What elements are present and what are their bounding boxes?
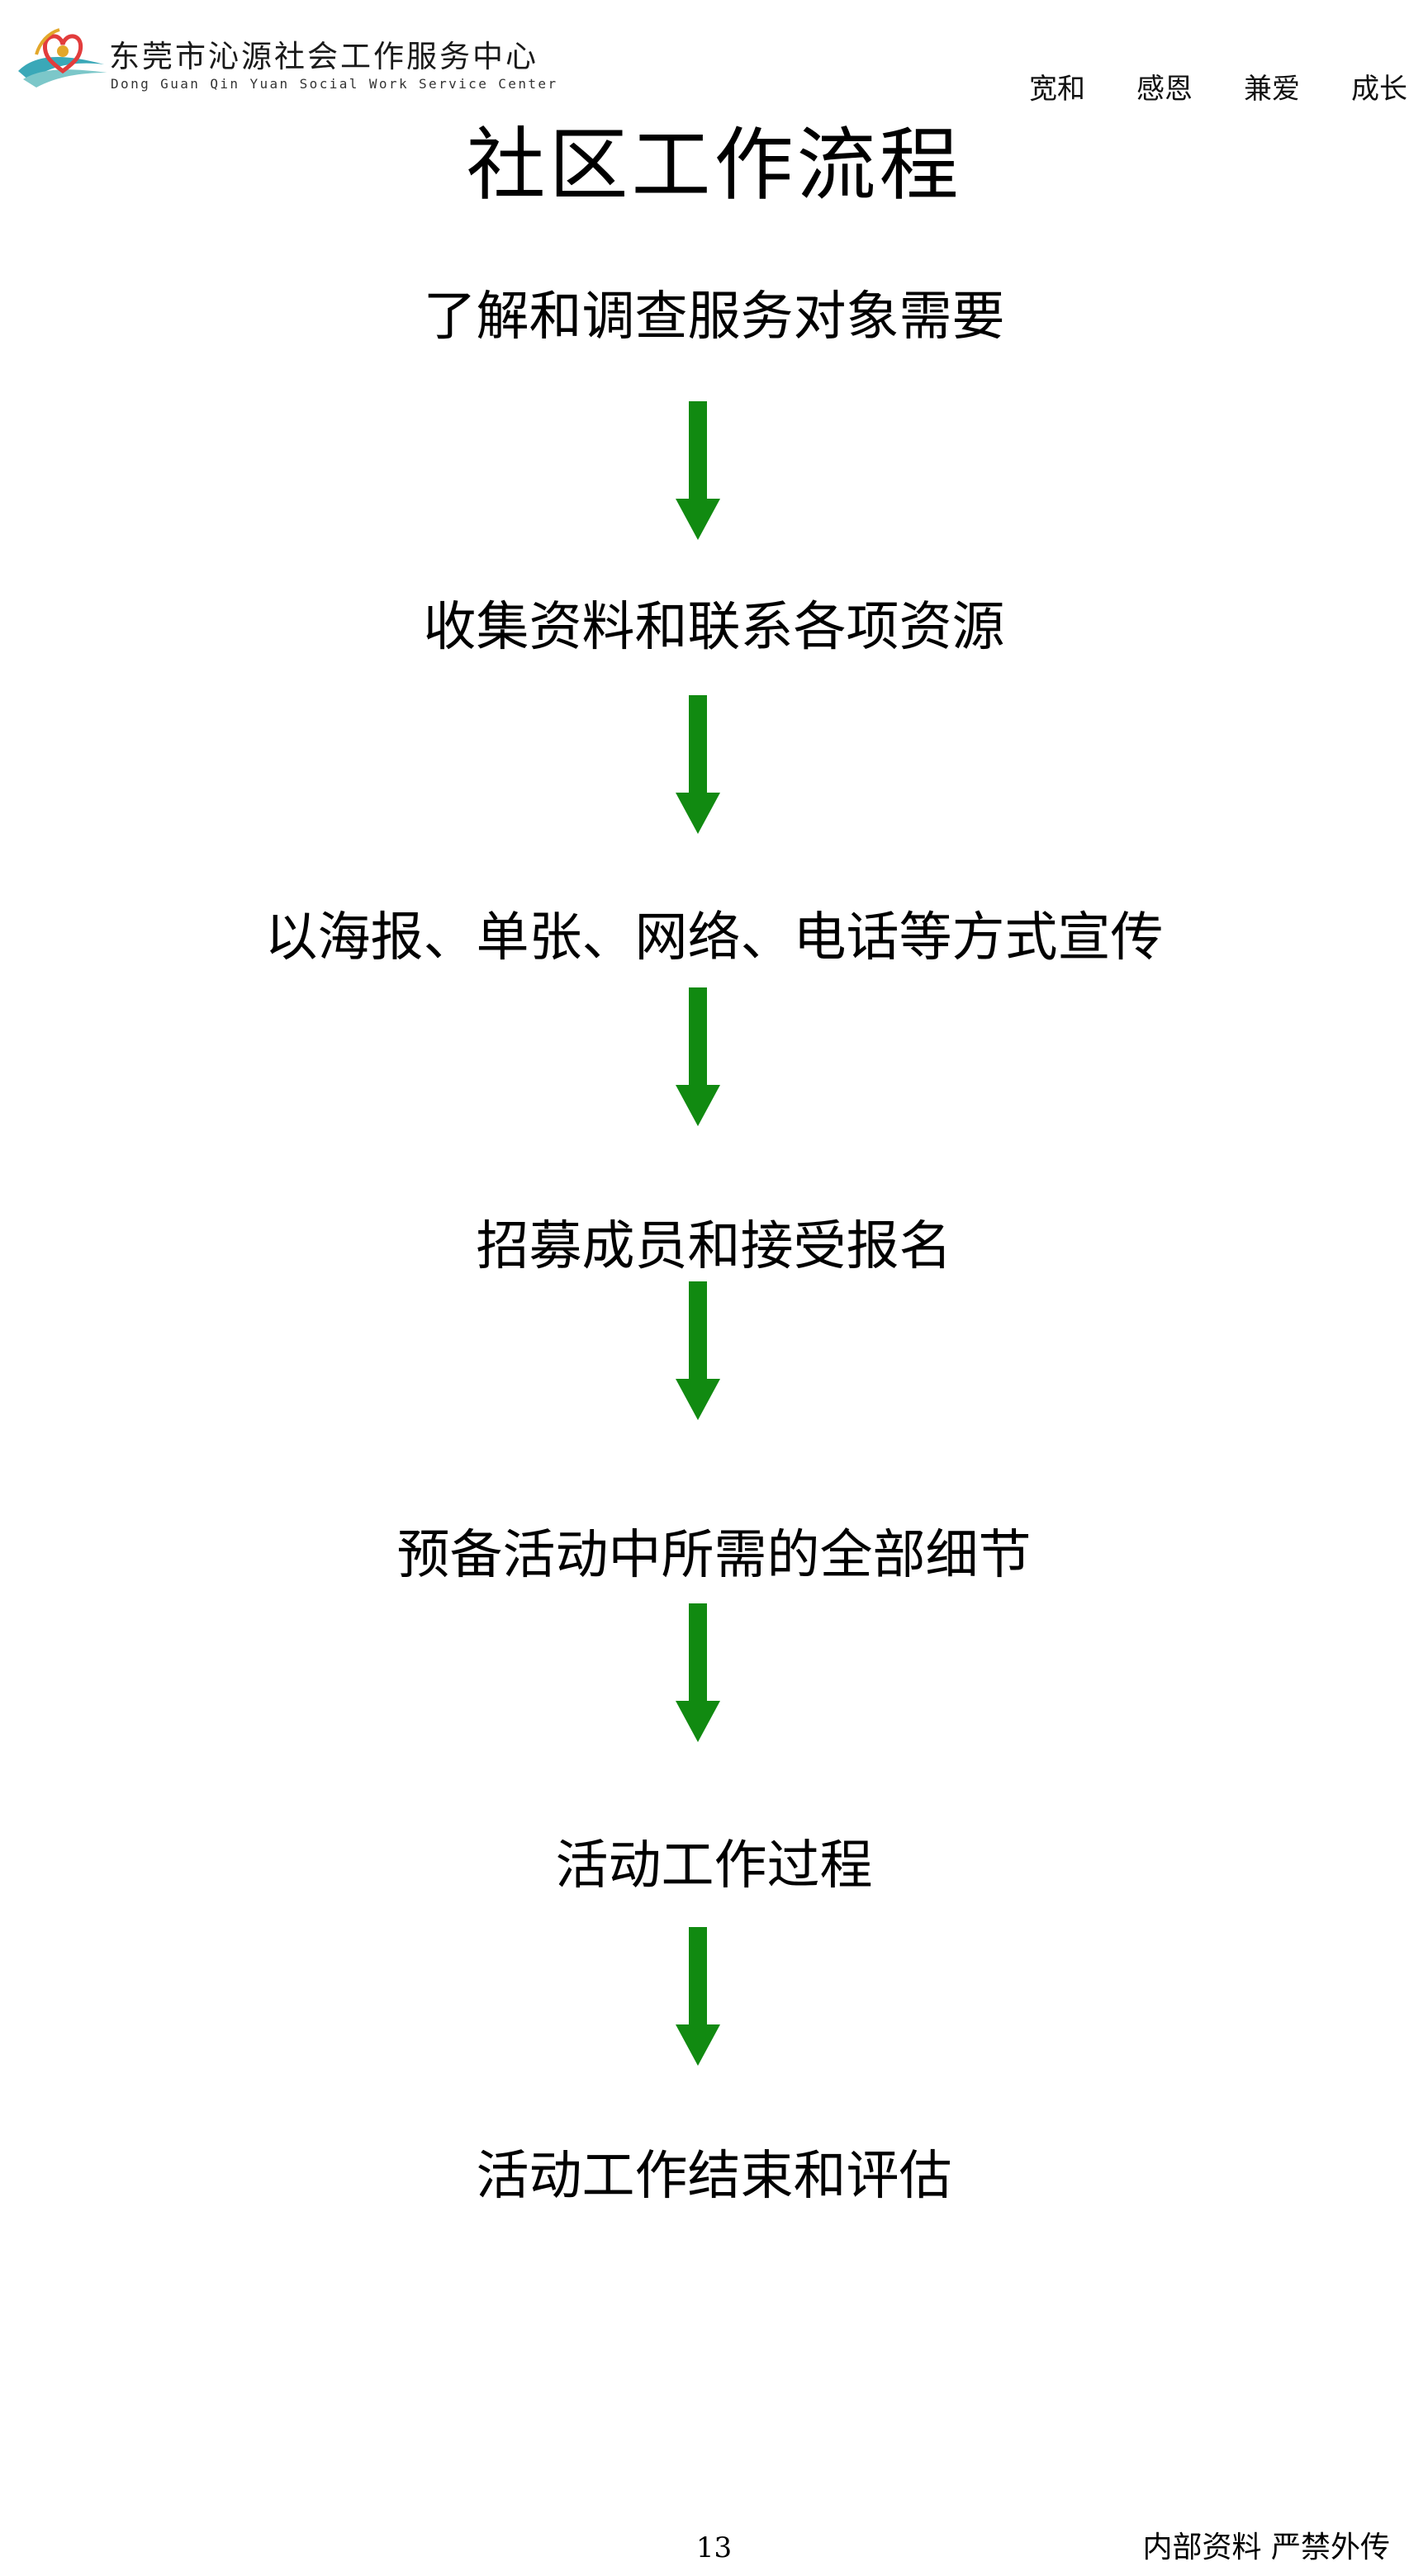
- page-number: 13: [695, 2531, 733, 2564]
- motto-item: 宽和: [1029, 73, 1085, 106]
- motto-item: 感恩: [1136, 73, 1193, 106]
- down-arrow-icon: [676, 401, 720, 540]
- motto: 宽和 感恩 兼爱 成长: [0, 66, 1428, 107]
- heart-wave-logo-icon: [18, 28, 107, 88]
- confidential-note: 内部资料 严禁外传: [1142, 2531, 1390, 2564]
- page-header: 东莞市沁源社会工作服务中心 Dong Guan Qin Yuan Social …: [0, 0, 1428, 107]
- motto-item: 成长: [1351, 73, 1407, 106]
- page-title: 社区工作流程: [466, 119, 962, 211]
- organization-name-cn: 东莞市沁源社会工作服务中心: [109, 39, 538, 74]
- down-arrow-icon: [676, 987, 720, 1126]
- flow-step-5: 预备活动中所需的全部细节: [396, 1525, 1032, 1586]
- flow-step-3: 以海报、单张、网络、电话等方式宣传: [264, 907, 1164, 968]
- organization-name-en: Dong Guan Qin Yuan Social Work Service C…: [111, 76, 558, 92]
- flow-step-7: 活动工作结束和评估: [476, 2146, 952, 2207]
- down-arrow-icon: [676, 1281, 720, 1420]
- flow-step-4: 招募成员和接受报名: [476, 1216, 952, 1277]
- down-arrow-icon: [676, 1927, 720, 2066]
- flow-step-1: 了解和调查服务对象需要: [423, 286, 1005, 348]
- flow-step-6: 活动工作过程: [555, 1835, 873, 1896]
- down-arrow-icon: [676, 1603, 720, 1742]
- flow-step-2: 收集资料和联系各项资源: [423, 597, 1005, 658]
- organization-logo: 东莞市沁源社会工作服务中心 Dong Guan Qin Yuan Social …: [12, 18, 556, 92]
- down-arrow-icon: [676, 695, 720, 834]
- motto-item: 兼爱: [1244, 73, 1300, 106]
